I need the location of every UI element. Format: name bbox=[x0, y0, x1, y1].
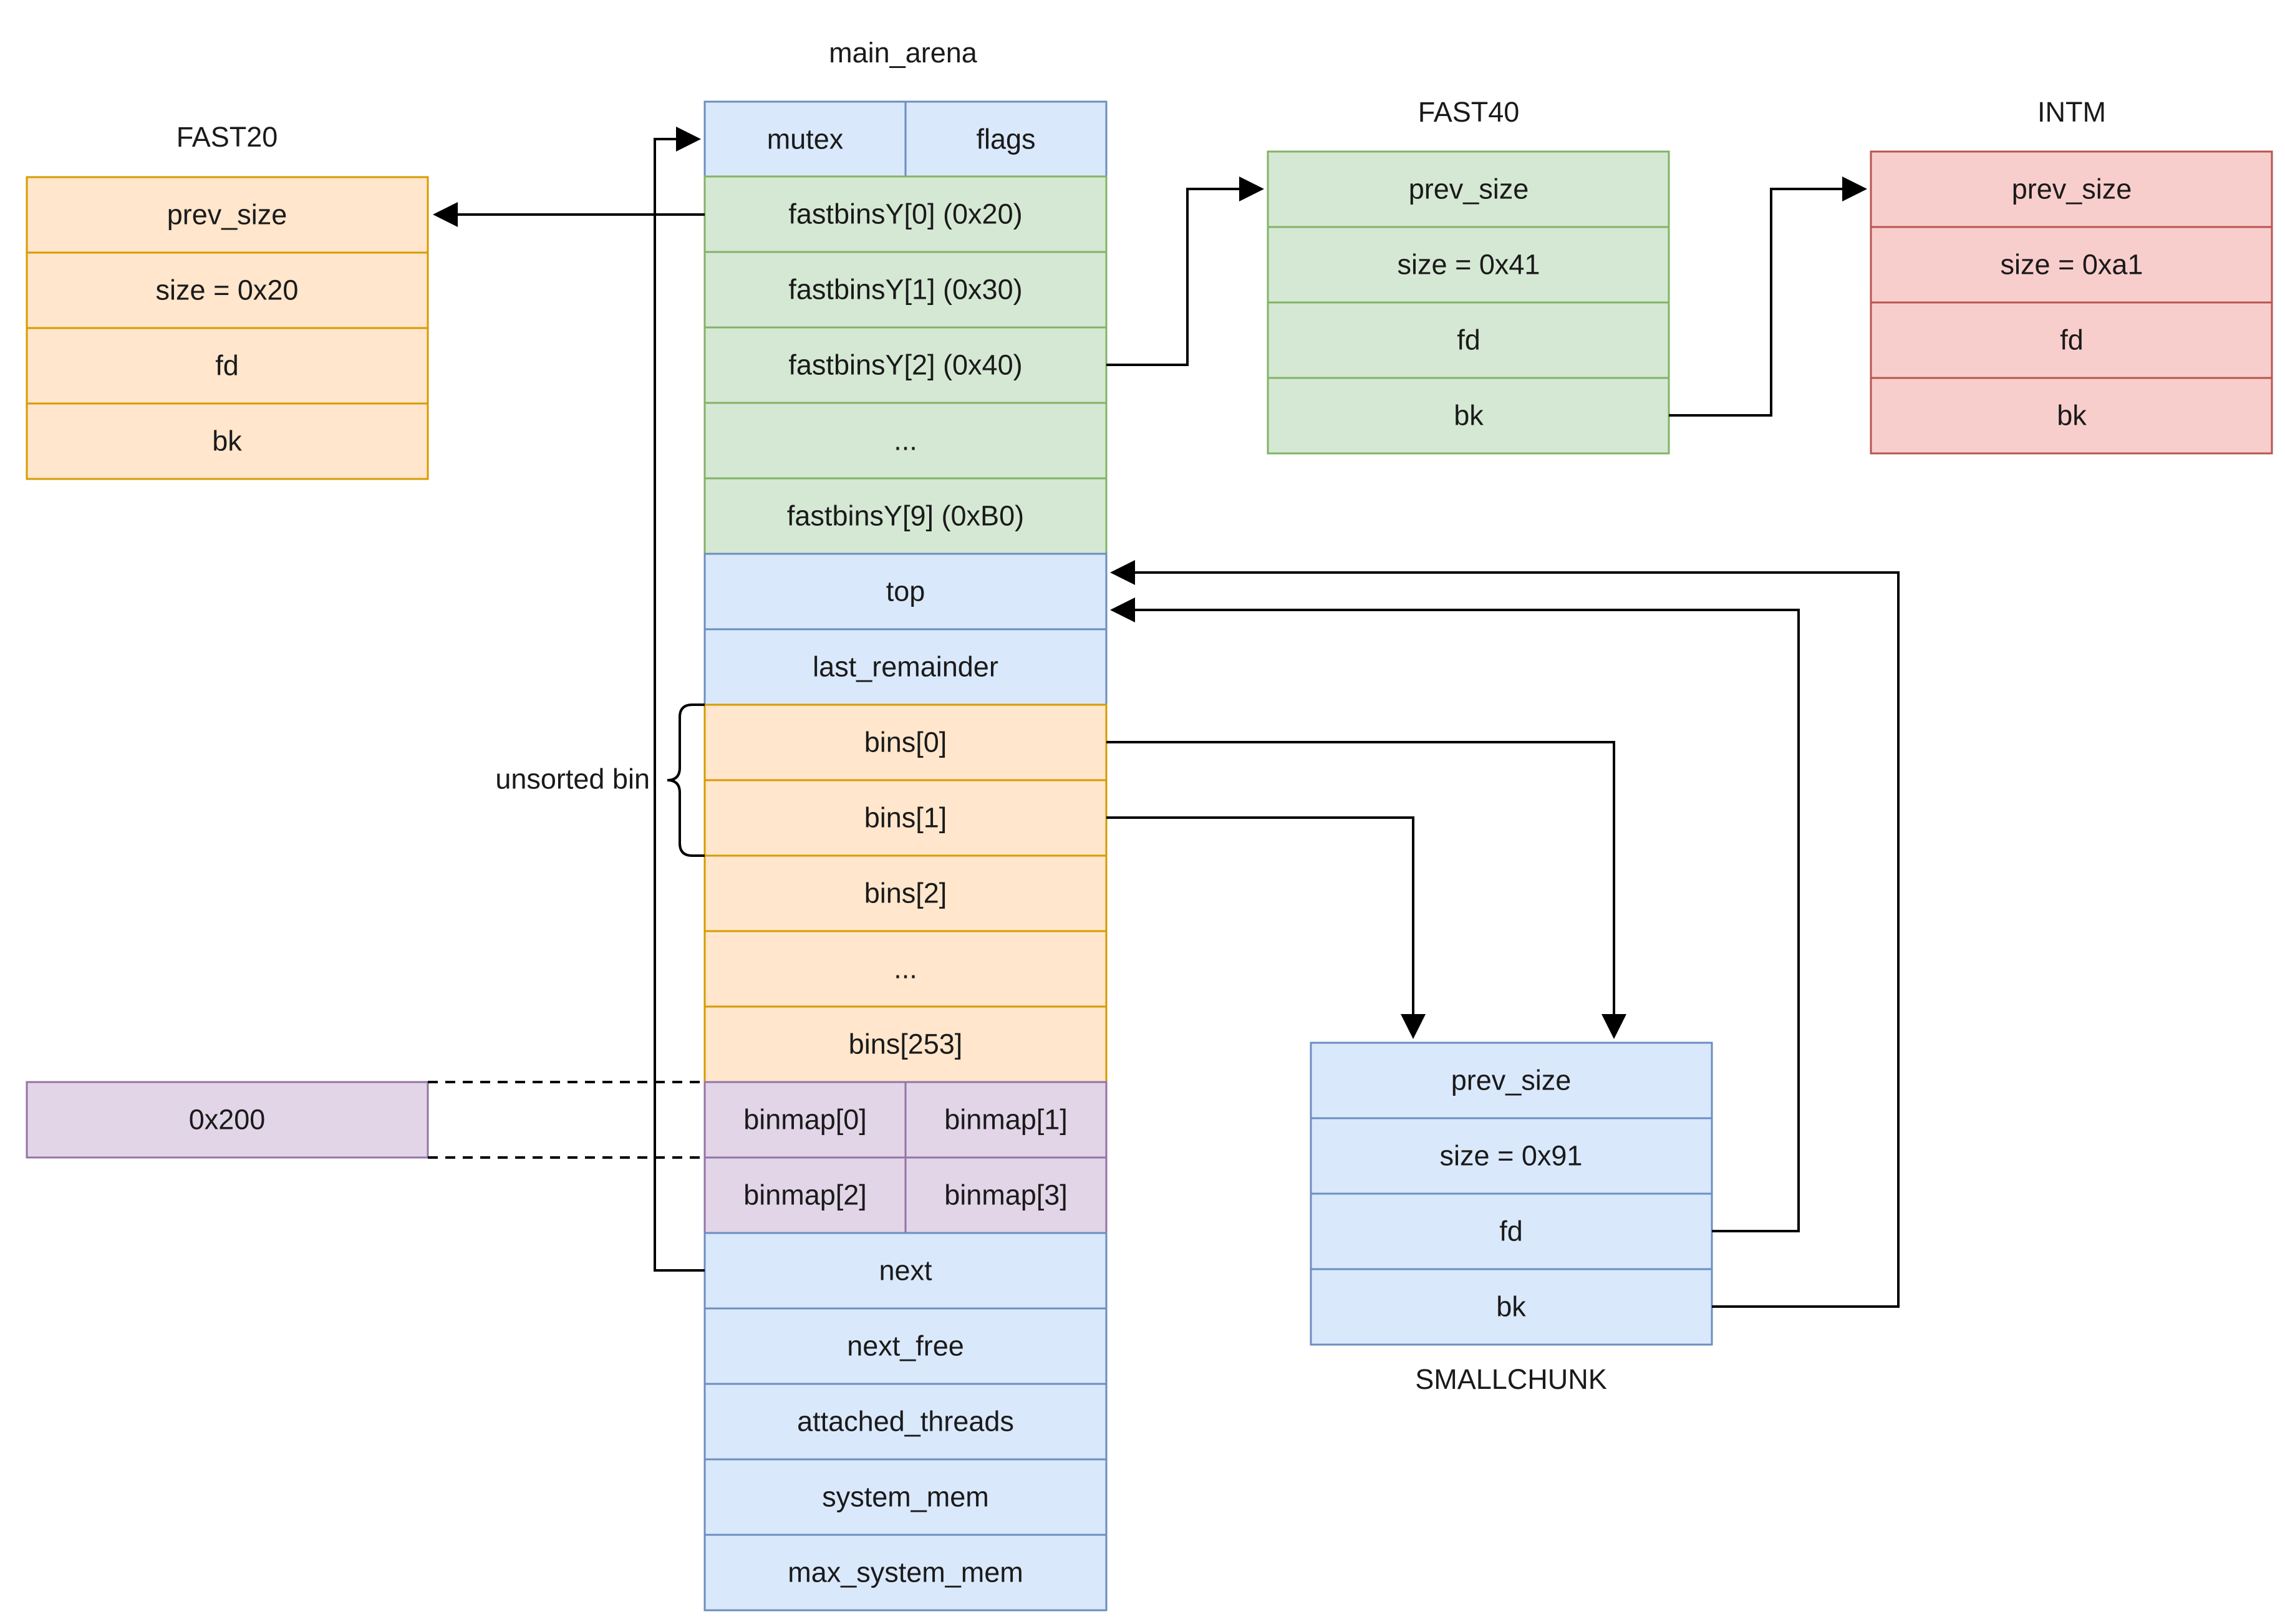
top-label: top bbox=[886, 576, 925, 607]
fast40-chunk: FAST40 prev_size size = 0x41 fd bk bbox=[1267, 96, 1670, 455]
smallchunk-title: SMALLCHUNK bbox=[1415, 1363, 1607, 1395]
fastbin-label: fastbinsY[0] (0x20) bbox=[788, 198, 1022, 230]
intm-chunk: INTM prev_size size = 0xa1 fd bk bbox=[1870, 96, 2273, 455]
chunk-field-label: prev_size bbox=[167, 199, 287, 231]
last-remainder-label: last_remainder bbox=[813, 651, 998, 683]
chunk-field bbox=[26, 176, 429, 254]
chunk-field bbox=[26, 251, 429, 329]
chunk-field-label: fd bbox=[215, 350, 239, 382]
binmap-value-label: 0x200 bbox=[189, 1104, 266, 1136]
fast20-chunk: FAST20 prev_size size = 0x20 fd bk bbox=[26, 121, 429, 480]
chunk-field-label: fd bbox=[1457, 324, 1481, 356]
chunk-field bbox=[1267, 226, 1670, 304]
system-mem-label: system_mem bbox=[822, 1481, 989, 1513]
bin-cell bbox=[703, 1005, 1108, 1083]
next-free-cell bbox=[703, 1307, 1108, 1385]
fastbin-cell bbox=[703, 251, 1108, 329]
chunk-field bbox=[1267, 377, 1670, 455]
binmap-group: binmap[0] binmap[1] binmap[2] binmap[3] bbox=[703, 1081, 1108, 1234]
chunk-field bbox=[1267, 150, 1670, 228]
fastbin-cell bbox=[703, 175, 1108, 253]
chunk-field bbox=[1310, 1042, 1713, 1119]
chunk-field-label: size = 0xa1 bbox=[2001, 249, 2143, 281]
fastbin-label: fastbinsY[2] (0x40) bbox=[788, 349, 1022, 381]
binmap-value-cell bbox=[26, 1081, 429, 1159]
fastbin-cell bbox=[703, 402, 1108, 480]
chunk-field bbox=[1267, 301, 1670, 379]
bin-label: bins[1] bbox=[864, 802, 947, 834]
chunk-field-label: bk bbox=[1496, 1291, 1526, 1323]
chunk-field bbox=[26, 327, 429, 405]
fastbin2-to-fast40-arrow bbox=[1106, 176, 1264, 366]
intm-title: INTM bbox=[2037, 96, 2106, 128]
mutex-label: mutex bbox=[767, 123, 844, 155]
chunk-field-label: size = 0x20 bbox=[156, 274, 299, 306]
max-system-mem-cell bbox=[703, 1534, 1108, 1612]
main-arena-title: main_arena bbox=[829, 37, 978, 69]
mutex-cell bbox=[703, 100, 907, 178]
system-mem-cell bbox=[703, 1458, 1108, 1536]
binmap-value-box: 0x200 bbox=[26, 1081, 429, 1159]
bins1-to-smallchunk-arrow bbox=[1106, 816, 1426, 1039]
binmap-label: binmap[2] bbox=[743, 1179, 867, 1211]
fast40-title: FAST40 bbox=[1418, 96, 1520, 128]
smallchunk-chunk: prev_size size = 0x91 fd bk SMALLCHUNK bbox=[1310, 1042, 1713, 1395]
arena-row-mutex-flags: mutex flags bbox=[703, 100, 1108, 178]
bin-label: bins[253] bbox=[849, 1028, 963, 1060]
smallchunk-fd-to-top-arrow bbox=[1110, 597, 1800, 1232]
chunk-field-label: prev_size bbox=[1409, 173, 1529, 205]
chunk-field bbox=[1870, 377, 2273, 455]
bin-label: ... bbox=[894, 953, 917, 985]
chunk-field-label: fd bbox=[1499, 1216, 1523, 1247]
chunk-field bbox=[1870, 226, 2273, 304]
chunk-field-label: size = 0x41 bbox=[1398, 249, 1540, 281]
chunk-field-label: fd bbox=[2060, 324, 2084, 356]
fast40-bk-to-intm-arrow bbox=[1669, 176, 1867, 417]
chunk-field bbox=[1310, 1192, 1713, 1270]
bins-group: bins[0] bins[1] bins[2] ... bins[253] bbox=[703, 703, 1108, 1083]
flags-cell bbox=[904, 100, 1108, 178]
chunk-field-label: bk bbox=[212, 425, 242, 457]
fast20-title: FAST20 bbox=[176, 121, 278, 153]
binmap-cell bbox=[904, 1156, 1108, 1234]
bin-cell bbox=[703, 703, 1108, 781]
arena-tail-group: next next_free attached_threads system_m… bbox=[703, 1232, 1108, 1612]
fastbins-group: fastbinsY[0] (0x20) fastbinsY[1] (0x30) … bbox=[703, 175, 1108, 555]
bin-cell bbox=[703, 854, 1108, 932]
flags-label: flags bbox=[976, 123, 1035, 155]
main-arena-struct: main_arena mutex flags fastbinsY[0] (0x2… bbox=[703, 37, 1108, 1612]
fastbin-label: fastbinsY[1] (0x30) bbox=[788, 274, 1022, 306]
binmap-cell bbox=[703, 1156, 907, 1234]
binmap-cell bbox=[904, 1081, 1108, 1159]
chunk-field-label: prev_size bbox=[2012, 173, 2132, 205]
chunk-field-label: bk bbox=[2057, 400, 2087, 432]
next-cell bbox=[703, 1232, 1108, 1310]
attached-threads-label: attached_threads bbox=[797, 1406, 1014, 1438]
chunk-field bbox=[1310, 1117, 1713, 1195]
bin-label: bins[0] bbox=[864, 727, 947, 758]
unsorted-bin-brace bbox=[667, 703, 705, 857]
next-to-mutex-arrow bbox=[654, 127, 705, 1272]
binmap-label: binmap[3] bbox=[944, 1179, 1068, 1211]
binmap-label: binmap[0] bbox=[743, 1104, 867, 1136]
binmap-label: binmap[1] bbox=[944, 1104, 1068, 1136]
fastbin-label: ... bbox=[894, 425, 917, 457]
chunk-field bbox=[26, 402, 429, 480]
smallchunk-bk-to-top-arrow bbox=[1110, 560, 1900, 1308]
max-system-mem-label: max_system_mem bbox=[788, 1557, 1023, 1588]
attached-threads-cell bbox=[703, 1383, 1108, 1461]
next-free-label: next_free bbox=[847, 1330, 964, 1362]
fastbin-label: fastbinsY[9] (0xB0) bbox=[787, 500, 1024, 532]
chunk-field-label: prev_size bbox=[1451, 1065, 1572, 1096]
bin-label: bins[2] bbox=[864, 877, 947, 909]
unsorted-bin-label: unsorted bin bbox=[495, 763, 650, 795]
next-label: next bbox=[879, 1255, 932, 1287]
chunk-field-label: bk bbox=[1454, 400, 1484, 432]
chunk-field-label: size = 0x91 bbox=[1440, 1140, 1583, 1172]
top-cell bbox=[703, 553, 1108, 631]
bins0-to-smallchunk-arrow bbox=[1106, 741, 1626, 1039]
chunk-field bbox=[1310, 1268, 1713, 1346]
